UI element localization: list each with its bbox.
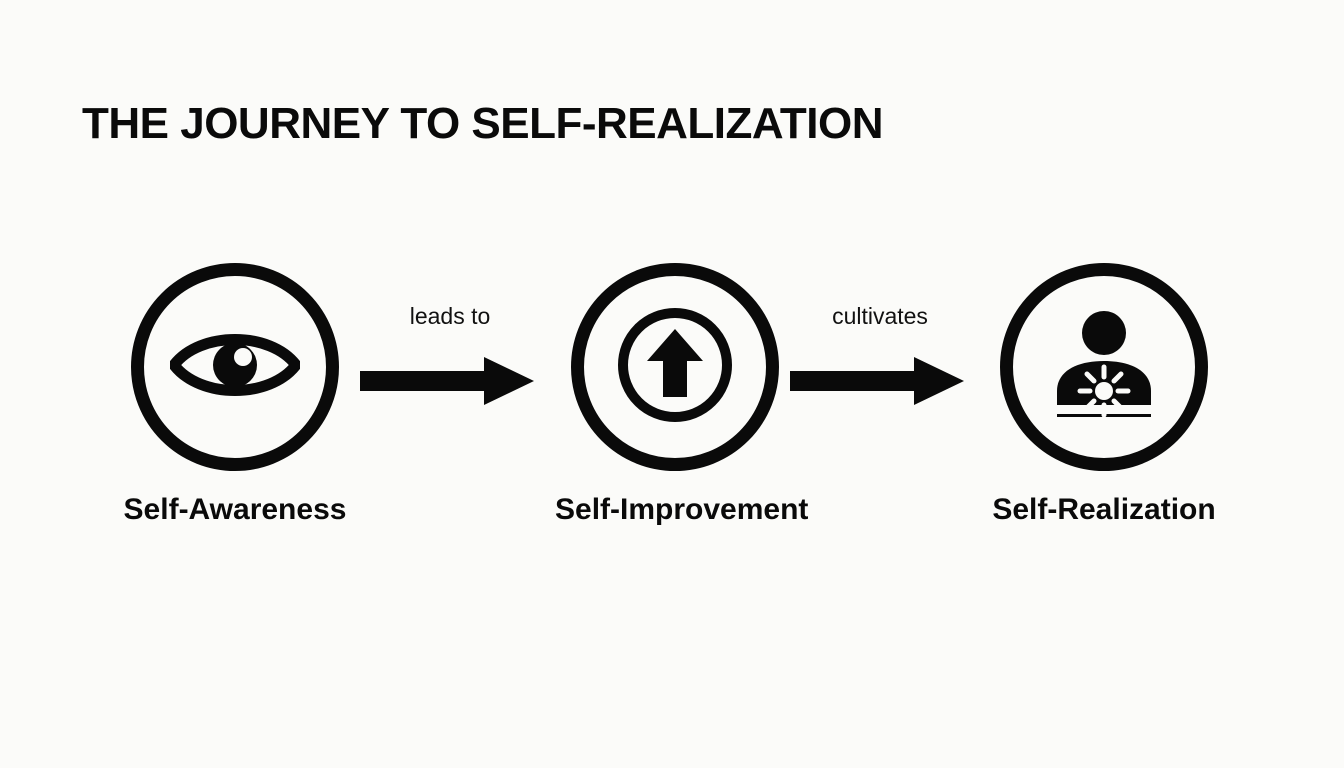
page-title: THE JOURNEY TO SELF-REALIZATION	[82, 99, 884, 148]
eye-icon	[168, 325, 302, 410]
node-circle	[571, 263, 779, 471]
flow-node-label: Self-Improvement	[555, 493, 809, 526]
flow-node-self-realization[interactable]: Self-Realization	[984, 263, 1224, 527]
flow-node-self-improvement[interactable]: Self-Improvement	[555, 263, 809, 527]
flow-diagram: Self-Awareness leads to	[0, 255, 1344, 555]
flow-connector-leads-to: leads to	[360, 295, 540, 415]
flow-node-self-awareness[interactable]: Self-Awareness	[115, 263, 355, 527]
flow-node-label: Self-Realization	[992, 493, 1216, 526]
node-circle	[131, 263, 339, 471]
node-circle	[1000, 263, 1208, 471]
person-with-radiance-icon	[1039, 305, 1169, 430]
right-arrow-icon	[360, 357, 540, 405]
flow-node-label: Self-Awareness	[123, 493, 347, 526]
up-arrow-in-circle-icon	[615, 305, 735, 430]
right-arrow-icon	[790, 357, 970, 405]
connector-label: leads to	[409, 303, 491, 329]
flow-connector-cultivates: cultivates	[790, 295, 970, 415]
connector-label: cultivates	[832, 303, 928, 329]
